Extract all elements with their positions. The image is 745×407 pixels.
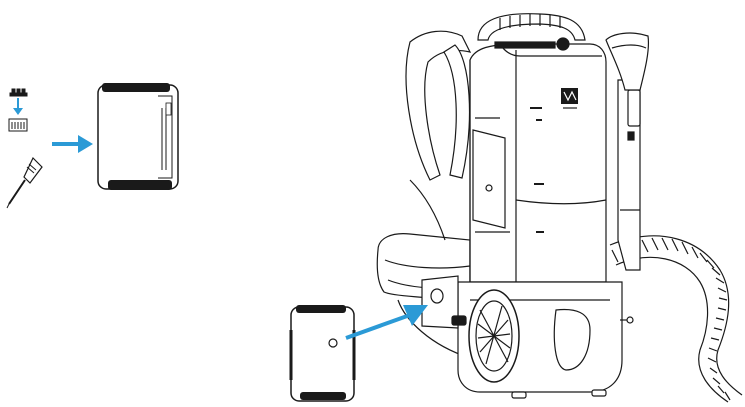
screwdriver-icon [6,156,43,209]
screws-icon [9,88,28,97]
assembly-arrow [52,135,93,153]
battery-pack-small [289,305,356,402]
vacuum-brand-logo-icon [561,88,578,109]
screw-down-arrow [13,98,23,115]
shoulder-strap-left [405,30,472,181]
bracket-icon [8,118,28,132]
backpack-vacuum [376,13,743,403]
shoulder-strap-right [443,44,471,179]
vacuum-hose [609,235,743,403]
insertion-arrow [345,305,428,340]
carry-handle [477,13,586,41]
side-recess [553,308,591,371]
battery-pack [97,83,179,190]
crevice-tool [605,32,650,91]
exhaust-vent [468,289,520,383]
